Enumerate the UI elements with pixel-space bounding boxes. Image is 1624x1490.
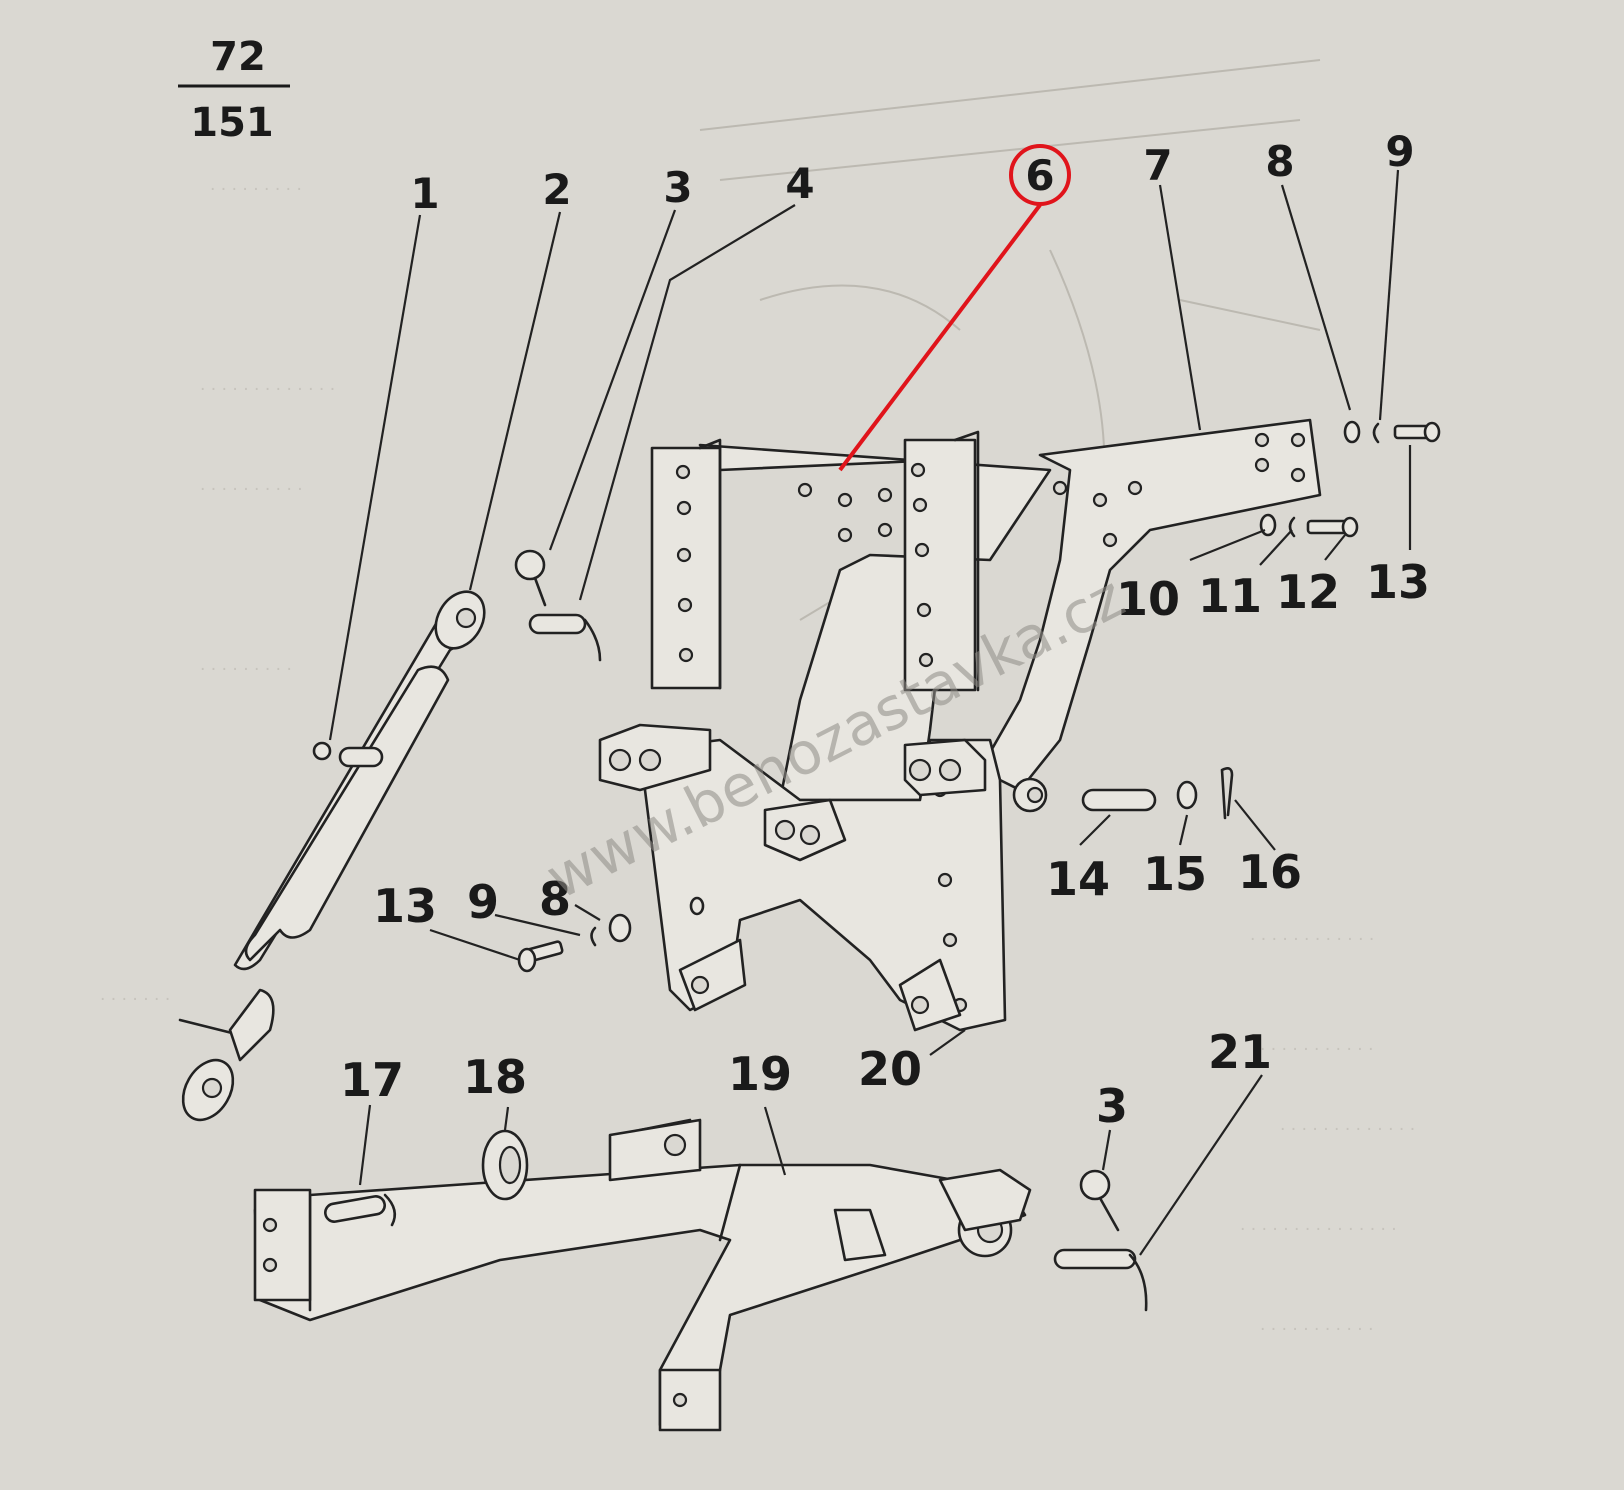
callout-labels: 1 2 3 4 6 7 8 9 10 11 12 13 13 9 8 14 15…: [340, 127, 1430, 1133]
callout-18: 18: [463, 1050, 527, 1104]
fasteners: [517, 420, 1441, 973]
callout-19: 19: [728, 1047, 792, 1101]
callout-13-left: 13: [373, 879, 437, 933]
callout-16: 16: [1238, 845, 1302, 899]
callout-15: 15: [1143, 847, 1207, 901]
main-hitch-frame: [598, 418, 1322, 1032]
callout-20: 20: [858, 1042, 922, 1096]
leader-lines: [328, 169, 1412, 1256]
callout-3-top: 3: [663, 163, 692, 212]
callout-6: 6: [1025, 151, 1054, 200]
bleed-through-background: . . . . . . . . . . . . . . . . . . . . …: [100, 59, 1415, 1335]
callout-14: 14: [1046, 852, 1110, 906]
page-ref-denominator: 151: [190, 100, 274, 146]
callout-2: 2: [542, 165, 571, 214]
callout-8-left: 8: [539, 872, 571, 926]
svg-text:. . . . . . . . . . . . . . .: . . . . . . . . . . . . . . .: [1240, 1215, 1397, 1235]
svg-text:. . . . . . . . . . . . .: . . . . . . . . . . . . .: [1280, 1115, 1415, 1135]
callout-12: 12: [1276, 565, 1340, 619]
lower-link-frame: [253, 1118, 1148, 1432]
svg-text:. . . . . . . . .: . . . . . . . . .: [210, 175, 302, 195]
callout-8-top: 8: [1265, 137, 1294, 186]
page-reference: 72 151: [178, 34, 290, 146]
callout-10: 10: [1116, 572, 1180, 626]
top-link-assembly: [178, 590, 486, 1122]
svg-text:. . . . . . . . . . .: . . . . . . . . . . .: [1260, 1315, 1373, 1335]
callout-9-left: 9: [467, 875, 499, 929]
linch-pin-group-top: [514, 549, 602, 662]
callout-21: 21: [1208, 1025, 1272, 1079]
svg-text:. . . . . . . . . .: . . . . . . . . . .: [200, 475, 303, 495]
callout-13-right: 13: [1366, 555, 1430, 609]
callout-1: 1: [410, 169, 439, 218]
callout-11: 11: [1198, 569, 1262, 623]
svg-text:. . . . . . .: . . . . . . .: [100, 985, 170, 1005]
callout-7: 7: [1143, 141, 1172, 190]
svg-text:. . . . . . . . . . . .: . . . . . . . . . . . .: [1250, 925, 1374, 945]
callout-3-bottom: 3: [1096, 1079, 1128, 1133]
svg-text:. . . . . . . . . . . . .: . . . . . . . . . . . . .: [200, 375, 335, 395]
svg-text:. . . . . . . . .: . . . . . . . . .: [200, 655, 292, 675]
callout-4: 4: [785, 159, 814, 208]
callout-17: 17: [340, 1053, 404, 1107]
callout-9-top: 9: [1385, 127, 1414, 176]
page-ref-numerator: 72: [210, 34, 266, 80]
svg-text:. . . . . . . . . . .: . . . . . . . . . . .: [1260, 1035, 1373, 1055]
highlight-callout-6: [838, 144, 1071, 472]
